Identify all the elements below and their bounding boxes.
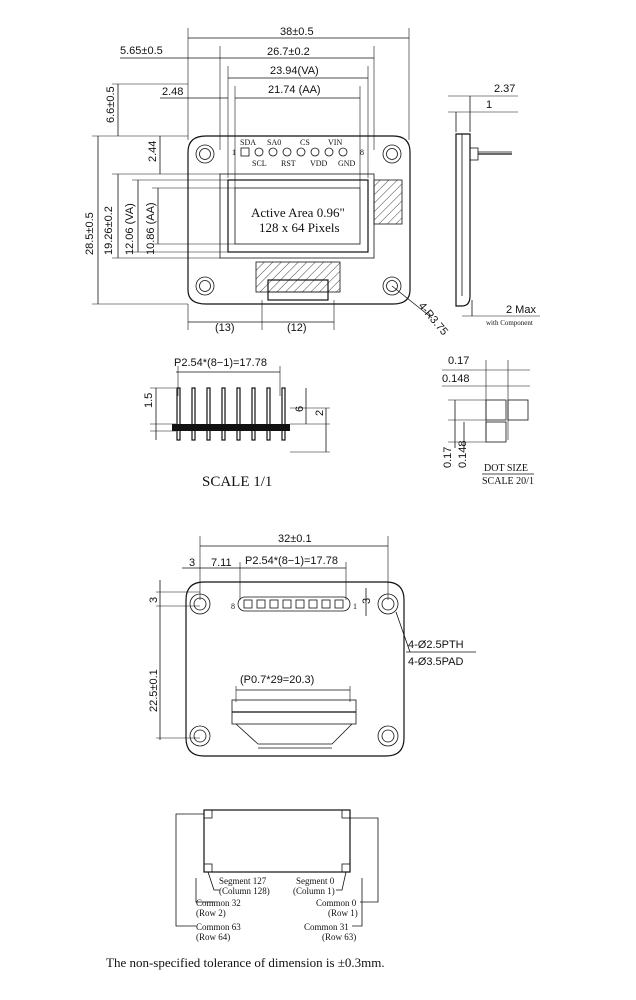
dot-title: DOT SIZE xyxy=(484,463,528,474)
pin-label-scl: SCL xyxy=(252,159,267,168)
map-row63: (Row 63) xyxy=(322,932,356,942)
back-dim-right3: 3 xyxy=(361,598,373,604)
fpc-tail xyxy=(235,723,353,745)
fpc-connector xyxy=(267,279,329,301)
back-pin-pads xyxy=(243,599,344,609)
dim-bottom-mid: (12) xyxy=(287,322,307,334)
side-dim-top: 2.37 xyxy=(494,83,515,95)
back-pin8-label: 8 xyxy=(231,602,235,611)
back-view: 32±0.1 3 7.11 P2.54*(8−1)=17.78 3 22.5±0… xyxy=(148,533,476,757)
viewing-area xyxy=(227,179,369,253)
side-body xyxy=(455,133,471,307)
pin-label-sda: SDA xyxy=(240,138,256,147)
dim-va-height: 12.06 (VA) xyxy=(124,203,136,255)
map-seg0: Segment 0 xyxy=(296,876,335,886)
map-col128: (Column 128) xyxy=(219,886,270,896)
header-view: P2.54*(8−1)=17.78 1.5 6 2 SCALE 1/1 xyxy=(143,357,330,490)
header-h3: 2 xyxy=(314,410,326,416)
dot-v2: 0.148 xyxy=(457,440,469,468)
back-dim-top3: 3 xyxy=(148,597,160,603)
pin-label-cs: CS xyxy=(300,138,310,147)
header-pins xyxy=(172,387,290,441)
dot-scale: SCALE 20/1 xyxy=(482,476,534,487)
dot-d1: 0.17 xyxy=(448,355,469,367)
back-dim-offset: 7.11 xyxy=(211,557,232,569)
back-fpc-pitch: (P0.7*29=20.3) xyxy=(240,674,314,686)
dim-height-1926: 19.26±0.2 xyxy=(103,206,115,255)
header-scale: SCALE 1/1 xyxy=(202,474,272,490)
pin-label-vdd: VDD xyxy=(310,159,328,168)
dim-overall-height: 28.5±0.5 xyxy=(84,212,96,255)
map-row64: (Row 64) xyxy=(196,932,230,942)
active-area xyxy=(234,187,361,245)
active-area-label: Active Area 0.96" xyxy=(251,205,345,220)
dim-top-edge: 6.6±0.5 xyxy=(105,86,117,123)
dot-d2: 0.148 xyxy=(442,373,470,385)
map-com0: Common 0 xyxy=(316,898,357,908)
side-max-sub: with Component xyxy=(486,319,533,327)
back-pin1-label: 1 xyxy=(353,602,357,611)
back-pcb-outline xyxy=(185,581,405,757)
side-view: 2.37 1 2 Max with Component xyxy=(448,83,540,327)
back-dim-width: 32±0.1 xyxy=(278,533,312,545)
pin-label-gnd: GND xyxy=(338,159,356,168)
dim-pin-gap: 2.44 xyxy=(147,141,159,162)
map-com63: Common 63 xyxy=(196,922,241,932)
fpc-hatch xyxy=(255,261,341,293)
dim-left-offset: 5.65±0.5 xyxy=(120,45,163,57)
map-row1: (Row 1) xyxy=(328,908,358,918)
dim-aa-height: 10.86 (AA) xyxy=(145,202,157,255)
pcb-outline xyxy=(187,135,411,305)
back-dim-left3: 3 xyxy=(189,557,195,569)
back-hole-pth: 4-Ø2.5PTH xyxy=(408,639,464,651)
front-view: 38±0.5 5.65±0.5 26.7±0.2 23.94(VA) 21.74… xyxy=(84,26,450,338)
map-com32: Common 32 xyxy=(196,898,241,908)
header-h1: 1.5 xyxy=(143,393,155,408)
back-dim-height: 22.5±0.1 xyxy=(148,669,160,712)
pin-label-sa0: SA0 xyxy=(267,138,281,147)
hatch-right xyxy=(373,179,403,225)
pin-label-vin: VIN xyxy=(328,138,342,147)
pin-label-rst: RST xyxy=(281,159,296,168)
dim-bottom-left: (13) xyxy=(215,322,235,334)
pixel-count-label: 128 x 64 Pixels xyxy=(259,220,340,235)
dot-size-view: 0.17 0.148 0.17 0.148 DOT SIZE SCALE 20/… xyxy=(442,355,534,487)
pin-last-label: 8 xyxy=(360,148,364,157)
dim-pcb-width: 26.7±0.2 xyxy=(267,46,310,58)
dot-v1: 0.17 xyxy=(442,447,454,468)
mapping-panel xyxy=(203,809,351,873)
back-dim-pitch: P2.54*(8−1)=17.78 xyxy=(245,555,338,567)
dim-radius: 4-R3.75 xyxy=(416,300,450,338)
dim-left-edge: 2.48 xyxy=(162,86,183,98)
dim-va-width: 23.94(VA) xyxy=(270,65,319,77)
tolerance-note: The non-specified tolerance of dimension… xyxy=(106,955,385,970)
side-max-label: 2 Max xyxy=(506,304,536,316)
side-dim-sub: 1 xyxy=(486,99,492,111)
mounting-holes xyxy=(195,144,402,296)
map-seg127: Segment 127 xyxy=(219,876,267,886)
pin-first-label: 1 xyxy=(232,148,236,157)
dim-overall-width: 38±0.5 xyxy=(280,26,314,38)
pixel-mapping: Segment 127 (Column 128) Segment 0 (Colu… xyxy=(175,809,379,942)
map-col1: (Column 1) xyxy=(293,886,335,896)
map-com31: Common 31 xyxy=(304,922,349,932)
dim-aa-width: 21.74 (AA) xyxy=(268,84,321,96)
pin-header xyxy=(240,147,348,157)
back-hole-pad: 4-Ø3.5PAD xyxy=(408,656,463,668)
map-row2: (Row 2) xyxy=(196,908,226,918)
header-h2: 6 xyxy=(294,406,306,412)
header-pitch: P2.54*(8−1)=17.78 xyxy=(174,357,267,369)
